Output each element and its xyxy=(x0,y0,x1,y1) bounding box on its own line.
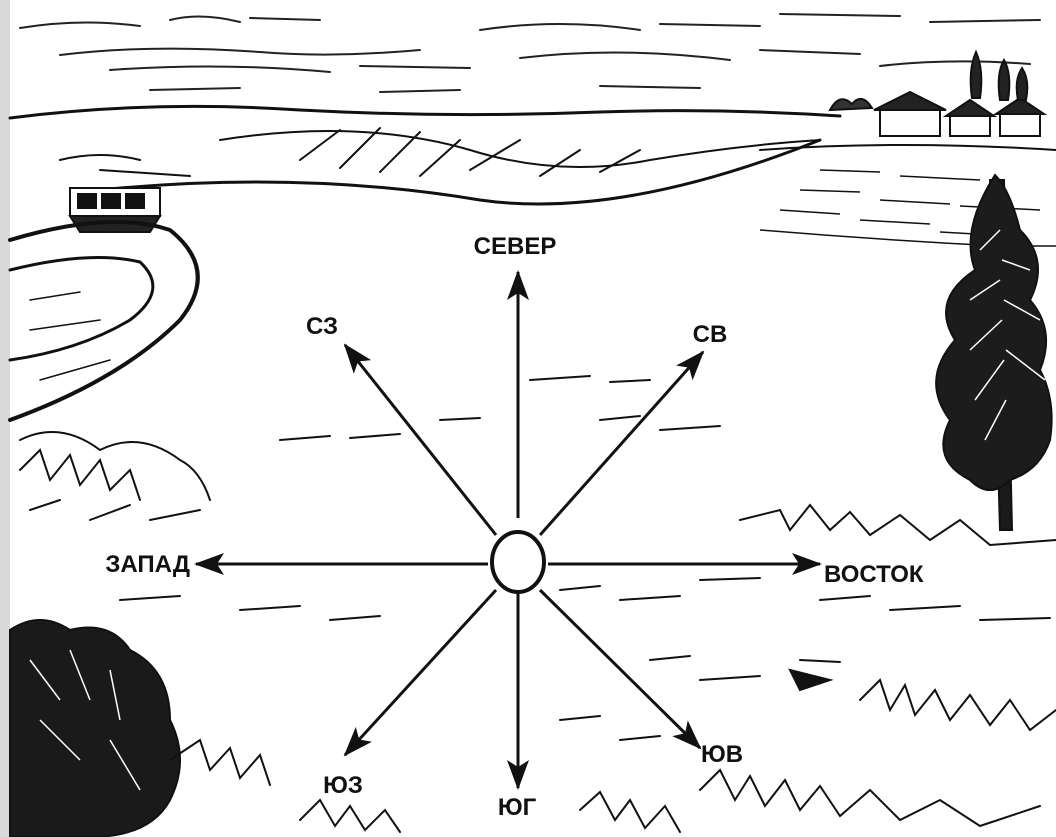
label-east: ВОСТОК xyxy=(824,561,924,588)
arrow-southeast xyxy=(540,590,700,748)
label-northeast: СВ xyxy=(693,321,728,348)
bush xyxy=(10,620,180,837)
label-west: ЗАПАД xyxy=(105,551,190,578)
direction-labels: СЕВЕР СВ ВОСТОК ЮВ ЮГ ЮЗ ЗАПАД СЗ xyxy=(105,233,923,821)
compass-center-circle xyxy=(492,532,544,592)
arrow-southwest xyxy=(345,590,496,755)
label-southeast: ЮВ xyxy=(701,741,743,768)
village xyxy=(830,52,1044,136)
tree xyxy=(936,175,1051,530)
label-south: ЮГ xyxy=(498,794,537,821)
label-north: СЕВЕР xyxy=(474,233,557,260)
label-northwest: СЗ xyxy=(306,313,338,340)
label-southwest: ЮЗ xyxy=(323,772,363,799)
compass-rose xyxy=(196,272,820,788)
sky-clouds xyxy=(20,14,1040,92)
arrow-northwest xyxy=(345,345,496,535)
arrow-northeast xyxy=(540,352,703,535)
